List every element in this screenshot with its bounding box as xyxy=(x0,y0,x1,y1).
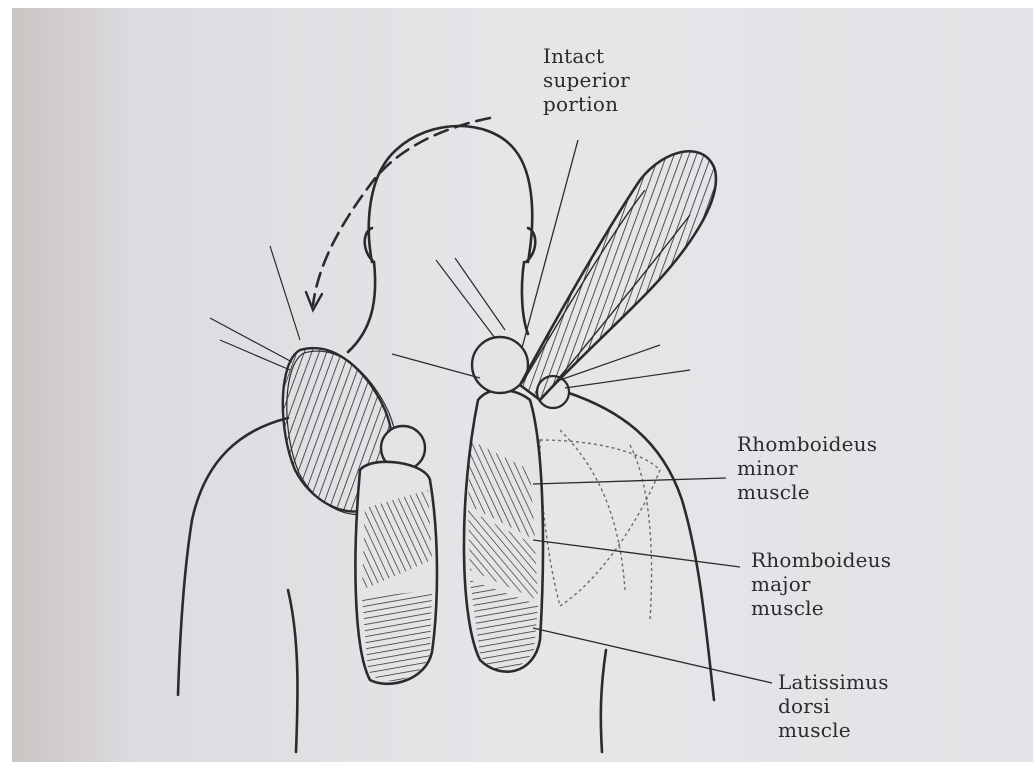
left-muscle-column xyxy=(355,462,437,684)
label-rhomboideus-minor: Rhomboideus minor muscle xyxy=(737,432,877,504)
right-muscle-column xyxy=(464,390,543,672)
label-rhomboideus-major: Rhomboideus major muscle xyxy=(751,548,891,620)
label-latissimus-dorsi: Latissimus dorsi muscle xyxy=(778,670,889,742)
label-intact-superior-portion: Intact superior portion xyxy=(543,44,630,116)
